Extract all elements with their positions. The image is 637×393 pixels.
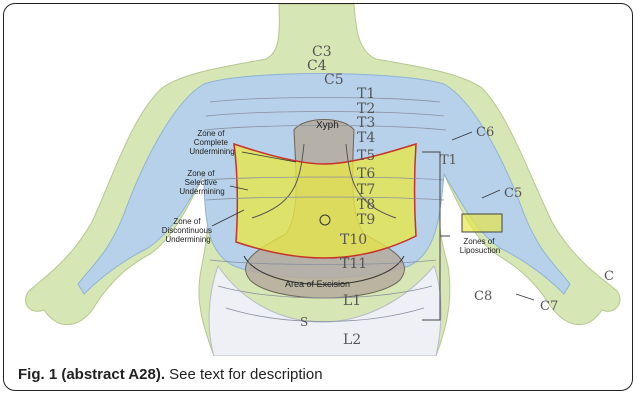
label-area-excision: Area of Excision — [285, 279, 350, 289]
label-t4: T4 — [357, 130, 375, 146]
label-xyph: Xyph — [316, 120, 339, 131]
label-c5: C5 — [324, 72, 344, 88]
label-c5-arm: C5 — [504, 186, 522, 201]
label-l2: L2 — [343, 332, 361, 348]
label-t10: T10 — [340, 232, 367, 248]
label-t8: T8 — [357, 197, 375, 213]
caption-text: See text for description — [165, 366, 323, 383]
figure-frame: C3 C4 C5 T1 T2 T3 T4 T5 T6 T7 T8 T9 T10 … — [3, 3, 633, 391]
abdominoplasty-diagram: C3 C4 C5 T1 T2 T3 T4 T5 T6 T7 T8 T9 T10 … — [4, 4, 632, 356]
label-c-hand: C — [604, 269, 614, 284]
liposuction-legend-swatch — [462, 214, 502, 232]
label-t6: T6 — [357, 166, 375, 182]
label-t3: T3 — [357, 115, 375, 131]
label-s: S — [300, 315, 308, 329]
label-c8: C8 — [474, 289, 492, 304]
label-t5: T5 — [357, 148, 375, 164]
label-c6-arm: C6 — [476, 125, 494, 140]
label-t1: T1 — [357, 86, 375, 102]
label-t9: T9 — [357, 212, 375, 228]
label-l1: L1 — [343, 293, 361, 309]
caption-label: Fig. 1 (abstract A28). — [18, 366, 165, 383]
label-t7: T7 — [357, 182, 375, 198]
label-t1-right: T1 — [440, 153, 457, 168]
label-c7: C7 — [540, 299, 558, 314]
label-zones-liposuction: Zones of Liposuction — [460, 237, 500, 255]
figure-caption: Fig. 1 (abstract A28). See text for desc… — [18, 366, 323, 383]
label-t11: T11 — [340, 256, 367, 272]
